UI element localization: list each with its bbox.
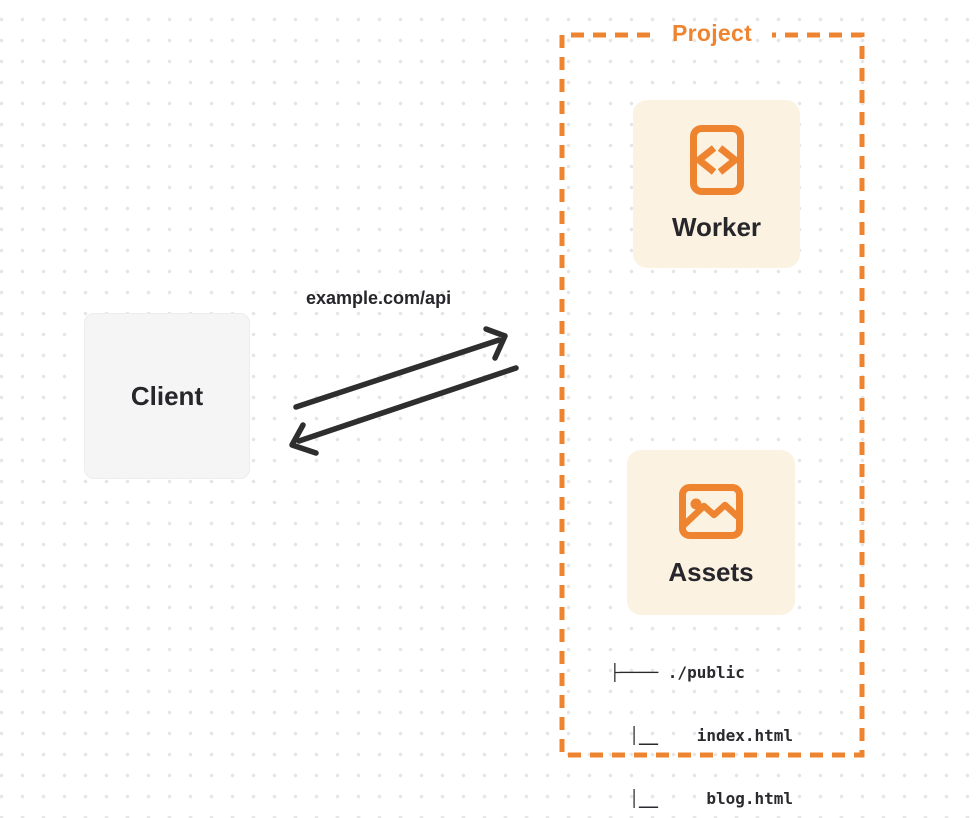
worker-node: Worker (633, 100, 800, 268)
request-arrow-line (293, 337, 502, 410)
response-arrow (289, 365, 519, 456)
response-arrow-line (296, 365, 519, 444)
request-url-label: example.com/api (306, 288, 452, 308)
project-label: Project (671, 20, 753, 46)
file-tree-line-blog: │__ blog.html (610, 789, 794, 808)
file-tree: ├──── ./public │__ index.html │__ blog.h… (610, 620, 793, 818)
assets-node: Assets (627, 450, 795, 615)
client-label: Client (130, 380, 204, 411)
request-arrowhead-icon (483, 326, 508, 361)
project-dashed-border (559, 32, 865, 758)
assets-label: Assets (668, 556, 754, 587)
code-document-icon (689, 125, 744, 195)
image-icon (679, 483, 743, 539)
response-arrowhead-icon (289, 422, 319, 456)
file-tree-line-index: │__ index.html (610, 726, 794, 745)
worker-label: Worker (671, 212, 762, 242)
file-tree-line-public: ├──── ./public (610, 663, 745, 682)
client-node: Client (84, 313, 250, 479)
request-arrow (293, 326, 508, 410)
